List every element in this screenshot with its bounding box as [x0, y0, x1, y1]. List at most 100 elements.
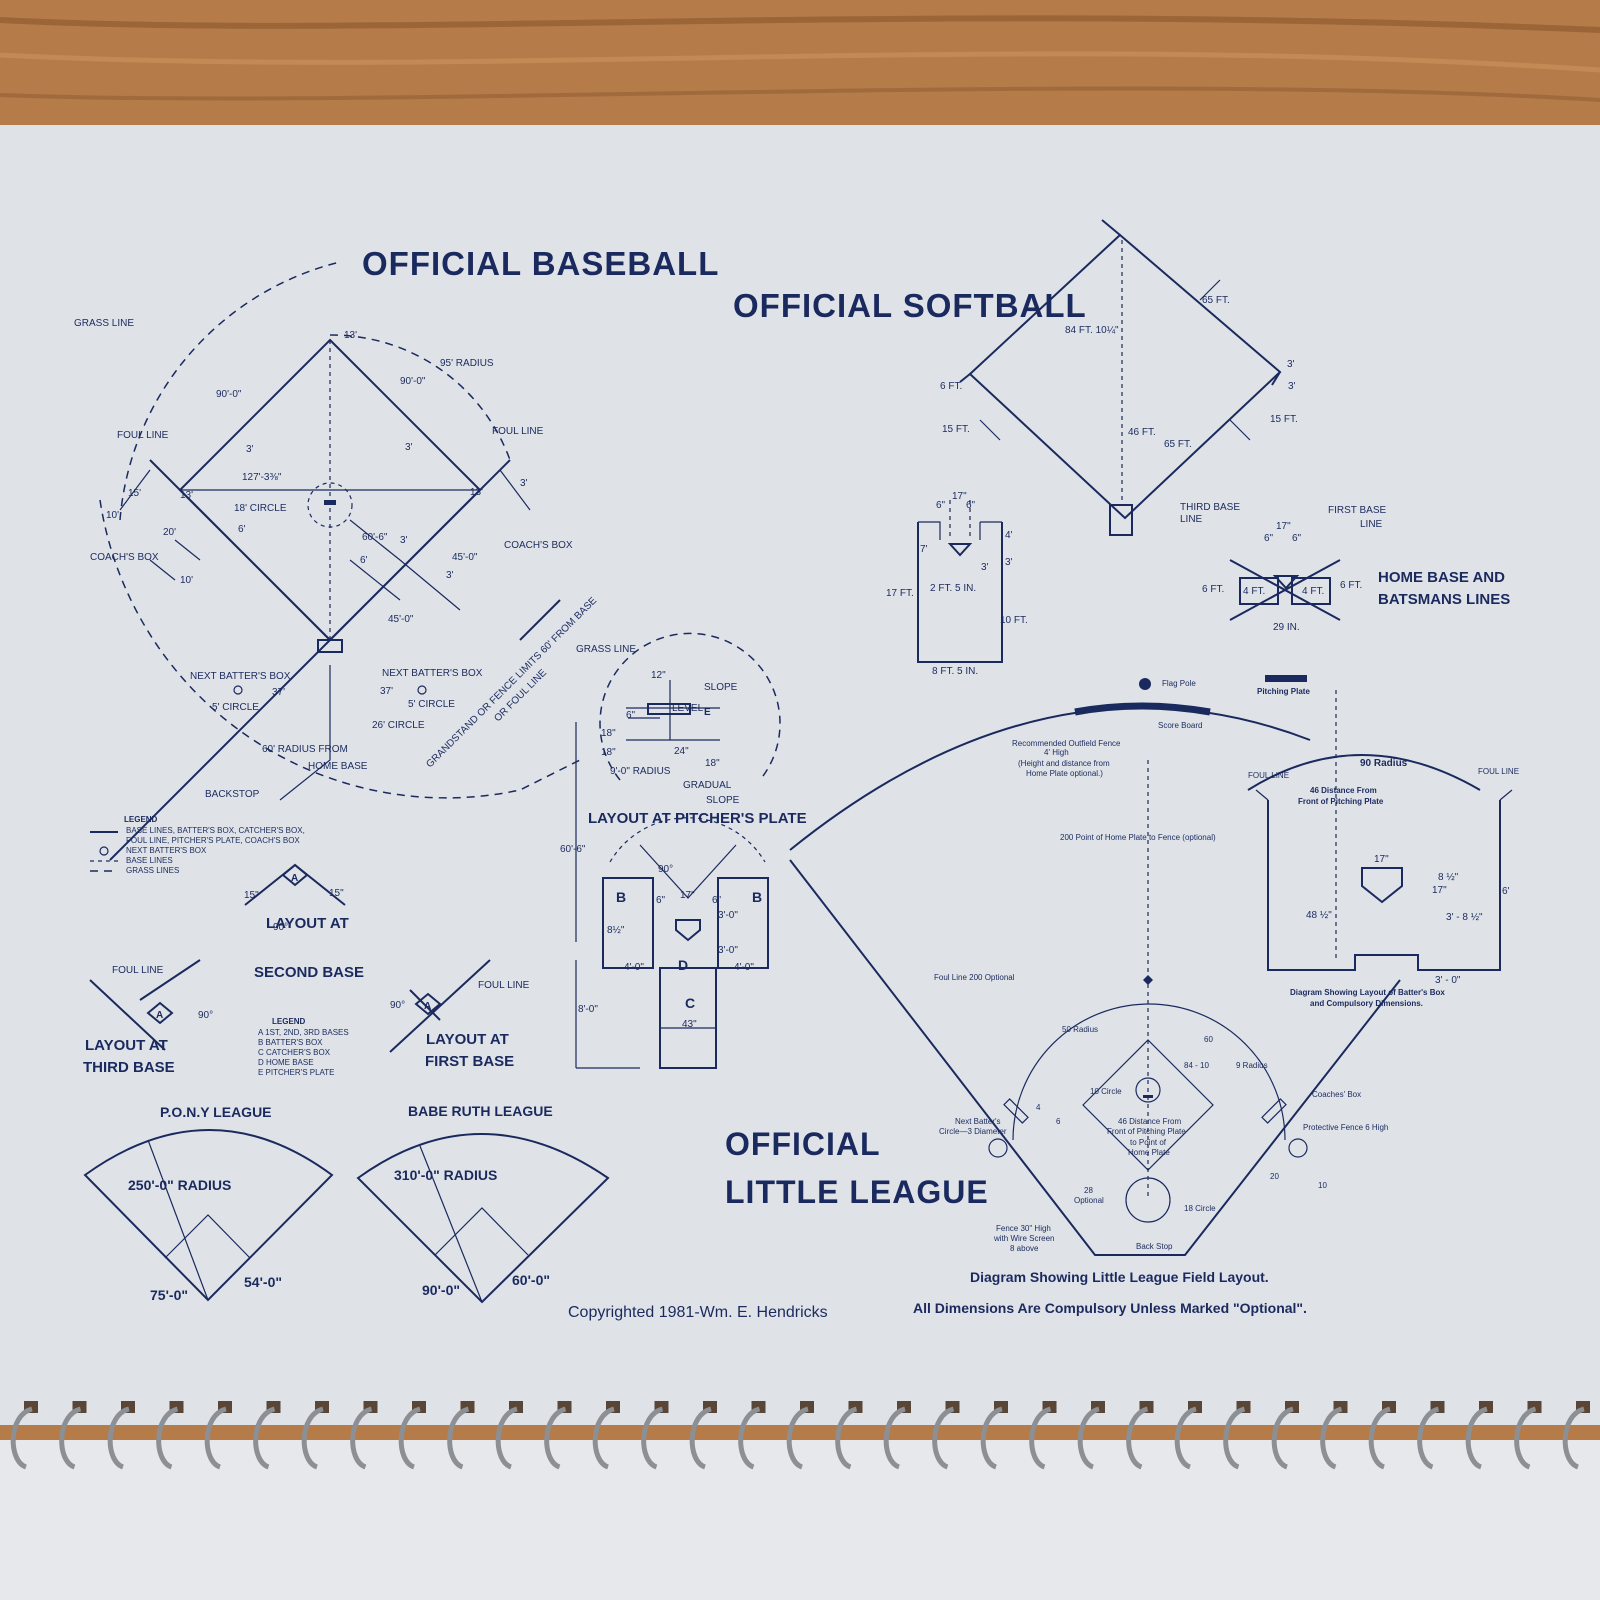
second-base-title1: LAYOUT AT — [266, 915, 349, 932]
batters-box-layout: Pitching Plate 90 Radius FOUL LINE FOUL … — [1247, 675, 1519, 1008]
ll-84: 84 - 10 — [1184, 1061, 1209, 1070]
binding-ring — [1126, 1406, 1149, 1470]
bb-17b: 17" — [1432, 885, 1447, 896]
bb-foul-right: FOUL LINE — [1478, 767, 1519, 776]
third-base-title2: THIRD BASE — [83, 1059, 175, 1076]
binding-ring — [10, 1406, 33, 1470]
sb-box-3b: 3' — [1005, 557, 1013, 568]
ll-optional: Optional — [1074, 1196, 1104, 1205]
sb-lines-6b: 6" — [1292, 533, 1302, 544]
binding-ring — [447, 1406, 470, 1470]
dim-3-c: 3' — [520, 478, 528, 489]
binding-ring — [1271, 1406, 1294, 1470]
dim-90-left: 90'-0" — [216, 389, 242, 400]
dim-90-right: 90'-0" — [400, 376, 426, 387]
little-title-2: LITTLE LEAGUE — [725, 1174, 989, 1210]
bases-legend-4: D HOME BASE — [258, 1058, 314, 1067]
legend-title: LEGEND — [124, 815, 158, 824]
second-base-a: A — [291, 873, 298, 884]
sb-lines-4ft-right: 4 FT. — [1302, 586, 1324, 597]
home-8: 8'-0" — [578, 1004, 598, 1015]
sb-line2: LINE — [1360, 519, 1383, 530]
legend-item-4: BASE LINES — [126, 856, 173, 865]
bb-48: 48 ½" — [1306, 910, 1332, 921]
binding-ring — [883, 1406, 906, 1470]
binding-ring — [544, 1406, 567, 1470]
foul-lines — [149, 459, 511, 641]
binding-ring — [253, 1406, 276, 1470]
babe-title: BABE RUTH LEAGUE — [408, 1103, 553, 1119]
coach-box-right-label: COACH'S BOX — [504, 540, 573, 551]
ll-coaches-box: Coaches' Box — [1312, 1090, 1361, 1099]
dim-15: 15' — [128, 488, 141, 499]
babe-field — [356, 1133, 610, 1304]
binding-ring — [689, 1406, 712, 1470]
baseball-diagram: OFFICIAL BASEBALL GRASS LINE FOUL LINE F… — [74, 245, 718, 875]
score-board — [1074, 702, 1211, 716]
binding-ring — [204, 1406, 227, 1470]
home-3a: 3'-0" — [718, 910, 738, 921]
ll-fence-wire-1: Fence 30" High — [996, 1224, 1051, 1233]
binding-ring — [59, 1406, 82, 1470]
sb-lines-4ft-left: 4 FT. — [1243, 586, 1265, 597]
pony-54: 54'-0" — [244, 1274, 282, 1290]
radius-60-line2: HOME BASE — [308, 761, 368, 772]
ll-28: 28 — [1084, 1186, 1093, 1195]
home-d: D — [678, 957, 688, 973]
foul-line-left-label: FOUL LINE — [117, 430, 169, 441]
sb-lines-29: 29 IN. — [1273, 622, 1300, 633]
home-plate-layout: 90° B B 6" 17" 6" 3'-0" 8½" 3'-0" 4'-0" … — [575, 817, 769, 1069]
sb-lines-6ft-right: 6 FT. — [1340, 580, 1362, 591]
binding-ring — [786, 1406, 809, 1470]
home-6a: 6" — [656, 895, 666, 906]
little-league-diagram: OFFICIAL LITTLE LEAGUE Flag Pole Score B… — [725, 678, 1401, 1316]
next-batter-left-label: NEXT BATTER'S BOX — [190, 671, 291, 682]
bases-legend-5: E PITCHER'S PLATE — [258, 1068, 335, 1077]
outfield-fence — [789, 706, 1311, 851]
binding-ring — [1029, 1406, 1052, 1470]
babe-90: 90'-0" — [422, 1282, 460, 1298]
ll-46-d: Home Plate — [1128, 1148, 1170, 1157]
sb-line1: LINE — [1180, 514, 1203, 525]
home-4-left: 4'-0" — [624, 962, 644, 973]
dim-6-a: 6' — [238, 524, 246, 535]
sb-lines-6ft-left: 6 FT. — [1202, 584, 1224, 595]
third-base-angle: 90° — [198, 1010, 213, 1021]
pitcher-18b: 18" — [601, 747, 616, 758]
second-base-title2: SECOND BASE — [254, 964, 364, 981]
ll-fence-4: Home Plate optional.) — [1026, 769, 1103, 778]
bb-3-8: 3' - 8 ½" — [1446, 912, 1483, 923]
ll-foul-200: Foul Line 200 Optional — [934, 973, 1015, 982]
ll-18-circle: 18 Circle — [1184, 1204, 1216, 1213]
ll-next-batter-2: Circle—3 Diameter — [939, 1127, 1007, 1136]
softball-batters-box: 17" 6" 6" 4' 7' 3' 3' 17 FT. 2 FT. 5 IN.… — [886, 491, 1028, 677]
binding-ring — [398, 1406, 421, 1470]
dim-95-radius: 95' RADIUS — [440, 358, 494, 369]
dim-10-a: 10' — [106, 510, 119, 521]
bb-caption-2: and Compulsory Dimensions. — [1310, 999, 1423, 1008]
ll-protective-fence: Protective Fence 6 High — [1303, 1123, 1388, 1132]
little-foul-lines — [789, 859, 1401, 1256]
sb-lines-6a: 6" — [1264, 533, 1274, 544]
first-base-title1: LAYOUT AT — [426, 1031, 509, 1048]
dim-20: 20' — [163, 527, 176, 538]
binding-ring — [1417, 1406, 1440, 1470]
second-base-layout: A 15" 15" 90° LAYOUT AT SECOND BASE — [244, 863, 364, 981]
pony-field — [83, 1129, 334, 1302]
ll-caption-1: Diagram Showing Little League Field Layo… — [970, 1269, 1269, 1285]
ll-caption-2: All Dimensions Are Compulsory Unless Mar… — [913, 1300, 1307, 1316]
pitcher-slope2: SLOPE — [706, 795, 740, 806]
first-base-foul: FOUL LINE — [478, 980, 530, 991]
ll-4: 4 — [1036, 1103, 1041, 1112]
dim-18-circle: 18' CIRCLE — [234, 503, 287, 514]
pitcher-60-6: 60'-6" — [560, 844, 586, 855]
third-base-title1: LAYOUT AT — [85, 1037, 168, 1054]
dimension-lines-right — [349, 519, 461, 611]
dim-3-e: 3' — [446, 570, 454, 581]
pitcher-title: LAYOUT AT PITCHER'S PLATE — [588, 810, 807, 827]
sb-box-4: 4' — [1005, 530, 1013, 541]
bb-pitching-plate: Pitching Plate — [1257, 687, 1310, 696]
binding-ring — [641, 1406, 664, 1470]
binding-ring — [156, 1406, 179, 1470]
third-base-foul: FOUL LINE — [112, 965, 164, 976]
